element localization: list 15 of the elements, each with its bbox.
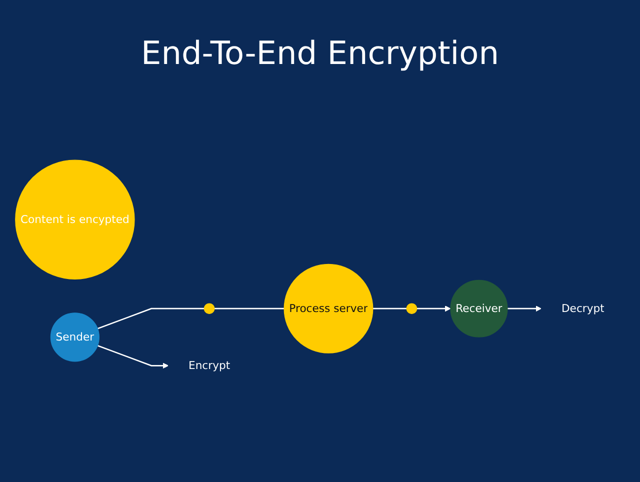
node-text: Decrypt — [561, 302, 604, 315]
node-text: Encrypt — [188, 358, 230, 372]
node-circle: Process server — [284, 264, 374, 354]
arrow — [416, 306, 451, 312]
connector — [372, 308, 407, 310]
node-circle — [204, 303, 215, 314]
title: End-To-End Encryption — [140, 34, 500, 72]
connector — [97, 308, 204, 330]
node-circle: Receiver — [450, 280, 508, 338]
node-circle: Sender — [50, 312, 100, 362]
arrow — [97, 344, 168, 369]
arrow — [507, 306, 542, 312]
connector — [214, 308, 284, 310]
node-circle: Content is encypted — [15, 160, 135, 280]
node-circle — [406, 303, 418, 314]
